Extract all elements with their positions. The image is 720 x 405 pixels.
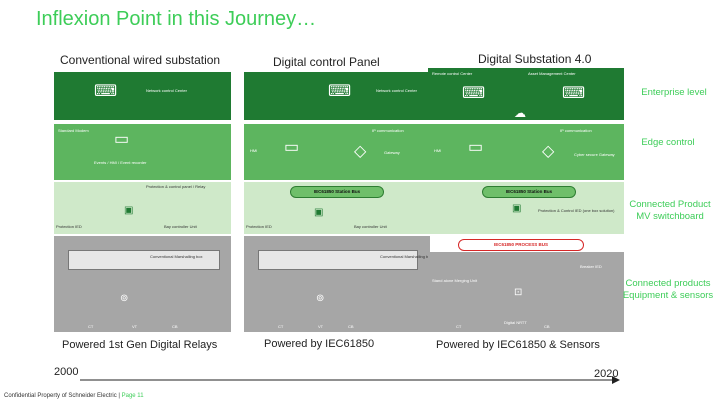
col3-edge-panel: IP communication HMI ▭ ◇ Cyber secure Ga…: [428, 124, 624, 180]
col3-amc-label: Asset Management Center: [528, 71, 576, 76]
col2-bcu-label: Bay controller Unit: [354, 224, 387, 229]
footer-text: Confidential Property of Schneider Elect…: [4, 393, 120, 399]
col1-equipment-panel: Conventional Marshalling box CT VT CB ⊚: [54, 236, 231, 332]
powered-col1: Powered 1st Gen Digital Relays: [62, 339, 218, 351]
level-edge: Edge control: [641, 137, 695, 148]
breaker-icon: ⊡: [514, 287, 523, 298]
col3-breaker-ied-label: Breaker IED: [580, 264, 602, 269]
computer-network-icon: ⌨: [328, 83, 352, 100]
col3-samu-label: Stand alone Merging Unit: [432, 278, 478, 283]
col2-protection-ied-label: Protection IED: [246, 224, 272, 229]
col2-enterprise-panel: ⌨ Network control Center: [244, 72, 430, 120]
voltage-transformer-icon: ⊚: [316, 293, 325, 304]
timeline-arrow: [80, 376, 620, 384]
year-start: 2000: [54, 366, 79, 378]
col2-ip-label: IP communication: [372, 128, 404, 133]
slide-title: Inflexion Point in this Journey…: [36, 8, 317, 30]
relay-icon: ▣: [314, 207, 324, 218]
relay-icon: ▣: [512, 203, 522, 214]
workstation-icon: ▭: [284, 139, 300, 156]
level-enterprise: Enterprise level: [641, 87, 707, 98]
footer-page: Page 11: [121, 393, 144, 399]
col3-hmi-label: HMI: [434, 148, 442, 153]
cloud-icon: ☁: [514, 106, 526, 120]
col1-vt-label: VT: [132, 324, 138, 329]
column-title-digital-control: Digital control Panel: [273, 55, 380, 69]
voltage-transformer-icon: ⊚: [120, 293, 129, 304]
computer-network-icon: ⌨: [562, 85, 586, 102]
col1-edge-panel: Standard Modem ▭ Events / HMI / Event re…: [54, 124, 231, 180]
col3-rcc-label: Remote control Center: [432, 71, 473, 76]
col1-bay-event-label: Events / HMI / Event recorder: [94, 160, 147, 165]
relay-icon: ▣: [124, 205, 134, 216]
powered-col3: Powered by IEC61850 & Sensors: [436, 339, 600, 351]
gateway-icon: ◇: [354, 143, 367, 160]
col1-marshalling-box: [68, 250, 220, 270]
col2-mv-panel: IEC61850 Station Bus Protection IED Bay …: [244, 182, 430, 234]
col1-protection-ied-label: Protection IED: [56, 224, 82, 229]
col1-pcp-label: Protection & control panel / Relay: [146, 184, 206, 189]
col1-ncc-label: Network control Center: [146, 88, 187, 93]
col3-cb-label: CB: [544, 324, 550, 329]
level-products-equipment: Connected products Equipment & sensors: [622, 278, 714, 301]
col2-equipment-panel: Conventional Marshalling box CT VT CB ⊚: [244, 236, 433, 332]
col1-modem-label: Standard Modem: [58, 128, 89, 133]
col2-ct-label: CT: [278, 324, 284, 329]
col1-marshalling-label: Conventional Marshalling box: [150, 254, 203, 259]
col3-nrtt-label: Digital NRTT: [504, 320, 527, 325]
gateway-icon: ◇: [542, 143, 555, 160]
col2-ncc-label: Network control Center: [376, 88, 417, 93]
col3-station-bus: IEC61850 Station Bus: [482, 186, 576, 198]
col3-ip-label: IP communication: [560, 128, 592, 133]
col1-mv-panel: Protection & control panel / Relay Prote…: [54, 182, 231, 234]
powered-col2: Powered by IEC61850: [264, 338, 375, 350]
column-title-conventional: Conventional wired substation: [60, 53, 221, 67]
col3-enterprise-panel: Remote control Center Asset Management C…: [428, 68, 624, 120]
workstation-icon: ▭: [468, 139, 484, 156]
col2-cb-label: CB: [348, 324, 354, 329]
col3-csg-label: Cyber secure Gateway: [574, 152, 615, 157]
col2-edge-panel: IP communication HMI ▭ ◇ Gateway: [244, 124, 430, 180]
col3-ct-label: CT: [456, 324, 462, 329]
level-product-mv: Connected Product MV switchboard: [629, 199, 711, 222]
col2-gateway-label: Gateway: [384, 150, 400, 155]
col3-equipment-panel: Stand alone Merging Unit Breaker IED ⊡ D…: [428, 252, 624, 332]
col2-marshalling-label: Conventional Marshalling box: [380, 254, 433, 259]
col1-bcu-label: Bay controller Unit: [164, 224, 197, 229]
col2-hmi-label: HMI: [250, 148, 258, 153]
col2-marshalling-box: [258, 250, 418, 270]
col1-cb-label: CB: [172, 324, 178, 329]
col3-process-bus: IEC61850 PROCESS BUS: [458, 239, 584, 251]
col3-mv-panel: IEC61850 Station Bus ▣ Protection & Cont…: [428, 182, 624, 234]
workstation-icon: ▭: [114, 131, 130, 148]
column-title-digital-substation: Digital Substation 4.0: [478, 52, 592, 66]
col3-pc-ied-label: Protection & Control IED (one box soluti…: [538, 208, 615, 213]
col2-vt-label: VT: [318, 324, 324, 329]
footer: Confidential Property of Schneider Elect…: [4, 393, 144, 399]
computer-network-icon: ⌨: [462, 85, 486, 102]
col2-station-bus: IEC61850 Station Bus: [290, 186, 384, 198]
computer-network-icon: ⌨: [94, 83, 118, 100]
col1-ct-label: CT: [88, 324, 94, 329]
col1-enterprise-panel: ⌨ Network control Center: [54, 72, 231, 120]
